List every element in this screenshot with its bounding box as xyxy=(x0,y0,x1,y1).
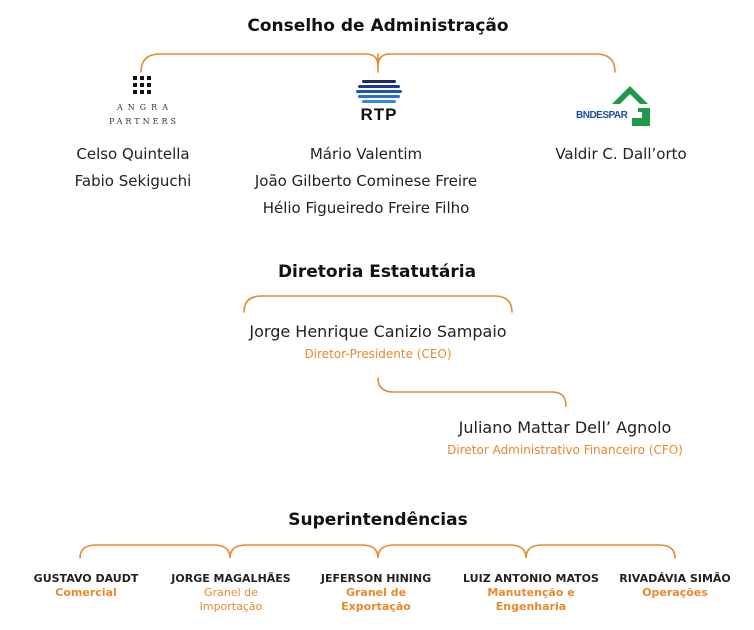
ceo-cfo-connector xyxy=(377,377,567,407)
ceo-role: Diretor-Presidente (CEO) xyxy=(304,347,452,361)
board-title: Conselho de Administração xyxy=(247,16,509,36)
superintendencies-title: Superintendências xyxy=(288,510,468,530)
superintendent-name: JORGE MAGALHÃES xyxy=(171,572,291,585)
rtp-stripes-icon xyxy=(356,80,402,103)
superintendencies-bracket xyxy=(79,544,676,559)
bndespar-arrow-icon xyxy=(612,86,650,126)
board-member-name: Celso Quintella xyxy=(76,145,190,163)
cfo-role: Diretor Administrativo Financeiro (CFO) xyxy=(447,443,683,457)
angra-partners-logo xyxy=(133,76,151,98)
superintendent-name: JEFERSON HINING xyxy=(320,572,432,585)
angra-logo-line1: ANGRA xyxy=(117,103,173,112)
board-member-name: Mário Valentim xyxy=(309,145,423,163)
superintendent-area: Comercial xyxy=(55,586,117,599)
superintendent-area: Manutenção e Engenharia xyxy=(487,586,575,613)
superintendent-area: Granel de Importação xyxy=(199,586,263,613)
board-member-name: Hélio Figueiredo Freire Filho xyxy=(262,199,470,217)
cfo-name: Juliano Mattar Dell’ Agnolo xyxy=(458,418,672,437)
superintendent-area: Operações xyxy=(642,586,708,599)
ceo-name: Jorge Henrique Canizio Sampaio xyxy=(249,322,507,341)
directors-title: Diretoria Estatutária xyxy=(277,262,477,282)
board-member-name: Valdir C. Dall’orto xyxy=(555,145,687,163)
bndespar-logo xyxy=(610,86,654,134)
superintendent-area: Granel de Exportação xyxy=(341,586,411,613)
directors-bracket xyxy=(243,295,513,313)
angra-logo-line2: PARTNERS xyxy=(109,117,179,126)
angra-grid-icon xyxy=(133,76,151,94)
board-member-name: João Gilberto Cominese Freire xyxy=(254,172,478,190)
superintendent-name: LUIZ ANTONIO MATOS xyxy=(463,572,599,585)
bndespar-logo-text: BNDESPAR xyxy=(576,110,628,121)
board-member-name: Fabio Sekiguchi xyxy=(74,172,192,190)
superintendent-name: GUSTAVO DAUDT xyxy=(33,572,139,585)
rtp-logo-text: RTP xyxy=(360,105,398,124)
superintendent-name: RIVADÁVIA SIMÃO xyxy=(619,572,731,585)
rtp-logo xyxy=(356,80,402,108)
